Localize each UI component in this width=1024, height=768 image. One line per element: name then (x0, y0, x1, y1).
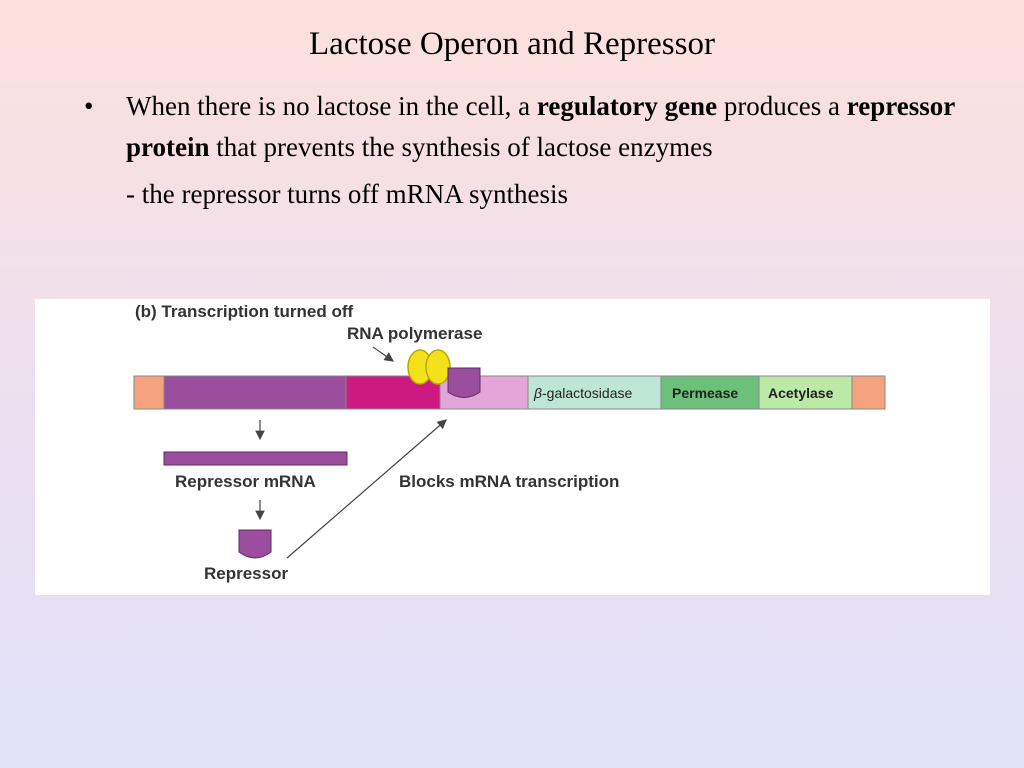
beta-symbol: β (533, 385, 542, 401)
bullet-bold-repressor-protein: repressor protein (126, 91, 955, 162)
repressor-mrna-label: Repressor mRNA (175, 472, 316, 491)
rna-polymerase-pointer-arrow (372, 346, 394, 362)
bullet-text: When there is no lactose in the cell, a … (126, 86, 964, 168)
operon-diagram-svg: (b) Transcription turned off RNA polymer… (133, 302, 886, 583)
bullet-text-part2: produces a (717, 91, 847, 121)
permease-gene (660, 375, 760, 410)
bullet-marker: • (84, 91, 94, 121)
repressor-mrna-bar (163, 451, 348, 466)
rna-polymerase-label: RNA polymerase (347, 324, 482, 343)
acetylase-gene (758, 375, 853, 410)
permease-label: Permease (672, 385, 738, 401)
acetylase-label: Acetylase (768, 385, 834, 401)
beta-galactosidase-label: β-galactosidase (533, 385, 632, 401)
bullet-text-part1: When there is no lactose in the cell, a (126, 91, 537, 121)
dna-left-flank (133, 375, 165, 410)
regulatory-gene-segment (163, 375, 347, 410)
repressor-binding-arrow (286, 419, 447, 559)
repressor-protein-shape (238, 529, 272, 559)
operon-diagram: (b) Transcription turned off RNA polymer… (35, 299, 990, 595)
bullet-text-part3: that prevents the synthesis of lactose e… (209, 132, 713, 162)
bullet-list: • When there is no lactose in the cell, … (84, 86, 964, 215)
repressor-label: Repressor (204, 564, 288, 583)
panel-label: (b) Transcription turned off (135, 302, 353, 321)
sub-bullet-text: - the repressor turns off mRNA synthesis (126, 179, 568, 209)
dna-right-flank (851, 375, 886, 410)
beta-label-rest: -galactosidase (542, 385, 632, 401)
bound-repressor-shape (447, 367, 481, 398)
slide-title: Lactose Operon and Repressor (309, 26, 715, 62)
blocks-transcription-label: Blocks mRNA transcription (399, 472, 619, 491)
bullet-bold-regulatory-gene: regulatory gene (536, 91, 718, 121)
rna-polymerase-right-lobe (425, 349, 451, 385)
